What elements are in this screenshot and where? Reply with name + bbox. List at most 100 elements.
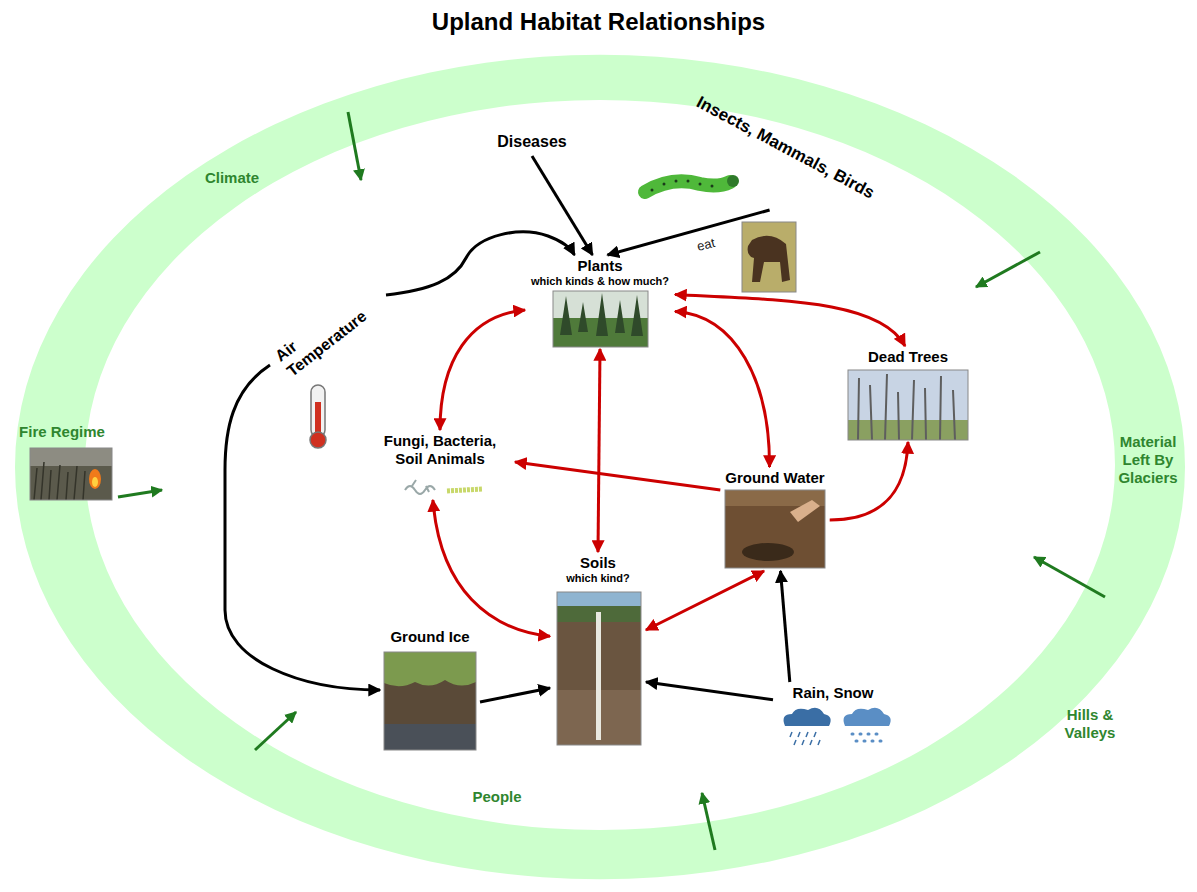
photo-spruce <box>560 293 643 336</box>
ground-water-photo <box>725 490 825 568</box>
photo-water <box>742 543 794 561</box>
photo-moose <box>748 236 790 282</box>
factor-label: Diseases <box>497 132 566 151</box>
influence-arrow <box>976 252 1040 287</box>
influence-line <box>646 682 773 700</box>
photo-ground <box>30 448 112 500</box>
factor-label: Fungi, Bacteria, Soil Animals <box>370 432 510 468</box>
photo-frame <box>384 652 476 750</box>
diagram-title: Upland Habitat Relationships <box>0 8 1197 37</box>
thermometer-icon <box>310 385 326 448</box>
fire-photo <box>30 448 112 500</box>
influence-arrow <box>1034 557 1105 597</box>
caterpillar-icon <box>645 175 739 192</box>
photo-soil <box>384 652 476 750</box>
snow-cloud <box>844 708 891 726</box>
photo-moss <box>384 652 476 686</box>
interaction-arrow <box>646 571 764 630</box>
plants-photo <box>553 291 648 347</box>
dead-trees-photo <box>848 370 968 440</box>
photo-subsoil <box>557 690 641 745</box>
influence-line <box>532 156 593 255</box>
photo-frame <box>742 222 796 292</box>
photo-soil <box>725 490 825 568</box>
edge-label: eat <box>695 235 716 255</box>
habitat-factor: Soilswhich kind? <box>550 552 646 748</box>
worm-icon <box>447 489 482 491</box>
ring-label: Hills & Valleys <box>1054 706 1126 742</box>
influence-arrow <box>702 793 715 850</box>
rain-drops <box>790 732 820 745</box>
photo-trunks <box>858 374 955 440</box>
influence-line <box>781 571 790 682</box>
factor-label: Insects, Mammals, Birds <box>693 93 878 204</box>
photo-sky <box>848 370 968 440</box>
factor-label: Soils <box>580 554 616 572</box>
photo-ruler <box>596 612 601 740</box>
factor-label: Ground Ice <box>390 628 469 646</box>
factor-label: Rain, Snow <box>793 684 874 702</box>
influence-arrow <box>255 712 296 750</box>
photo-flame-core <box>92 477 98 487</box>
habitat-factor: Fungi, Bacteria, Soil Animals <box>365 430 515 500</box>
habitat-factor: Air Temperature <box>270 280 386 450</box>
fungus-icon <box>405 480 435 494</box>
photo-sky <box>557 592 641 606</box>
snow-flakes <box>852 734 881 741</box>
caterpillar-body <box>645 181 730 192</box>
photo-sky <box>553 291 648 347</box>
photo-frame <box>553 291 648 347</box>
factor-label: Ground Water <box>725 469 824 487</box>
factor-question: which kind? <box>566 572 630 585</box>
photo-frame <box>30 448 112 500</box>
ring-label: Climate <box>205 169 259 187</box>
habitat-factor: Diseases <box>492 130 572 156</box>
factor-question: which kinds & how much? <box>531 275 669 288</box>
factor-label: Dead Trees <box>868 348 948 366</box>
interaction-arrow <box>830 442 908 520</box>
thermometer-glass <box>311 385 325 437</box>
photo-hand <box>790 500 820 522</box>
influence-arrows <box>118 112 1105 850</box>
ground-ice-photo <box>384 652 476 750</box>
influence-arrow <box>118 490 162 497</box>
interaction-arrow <box>598 349 600 552</box>
interaction-arrow <box>675 311 770 467</box>
moose-photo <box>742 222 796 292</box>
habitat-factor: Insects, Mammals, Birds <box>675 80 895 210</box>
photo-ground <box>553 318 648 347</box>
soils-photo <box>557 592 641 745</box>
caterpillar-spots <box>652 181 712 190</box>
photo-surface <box>557 606 641 622</box>
ring-fill <box>15 55 1185 879</box>
ring-label: Material Left By Glaciers <box>1107 433 1189 487</box>
photo-smoke <box>30 448 112 466</box>
factor-label: Plants <box>577 257 622 275</box>
influence-line <box>225 365 380 690</box>
soil-life-icons <box>405 480 482 494</box>
photo-topsoil <box>725 490 825 506</box>
habitat-factor: Ground Ice <box>380 626 480 752</box>
influence-arrow <box>348 112 361 180</box>
rain-cloud <box>784 708 831 726</box>
ring-label: Fire Regime <box>19 423 105 441</box>
habitat-factor: Dead Trees <box>846 346 970 442</box>
interaction-arrow <box>675 295 905 347</box>
photo-ground <box>848 420 968 440</box>
photo-ice <box>384 724 476 750</box>
photo-grass <box>34 462 85 500</box>
caterpillar-head <box>727 175 739 187</box>
habitat-factor: Rain, Snow <box>773 682 893 748</box>
photo-flame <box>89 469 101 489</box>
influence-line <box>608 210 770 255</box>
thermometer-bulb <box>310 432 326 448</box>
photo-frame <box>725 490 825 568</box>
thermometer-mercury <box>315 402 321 438</box>
interaction-arrow <box>515 462 720 490</box>
rain-snow-icons <box>784 708 891 745</box>
